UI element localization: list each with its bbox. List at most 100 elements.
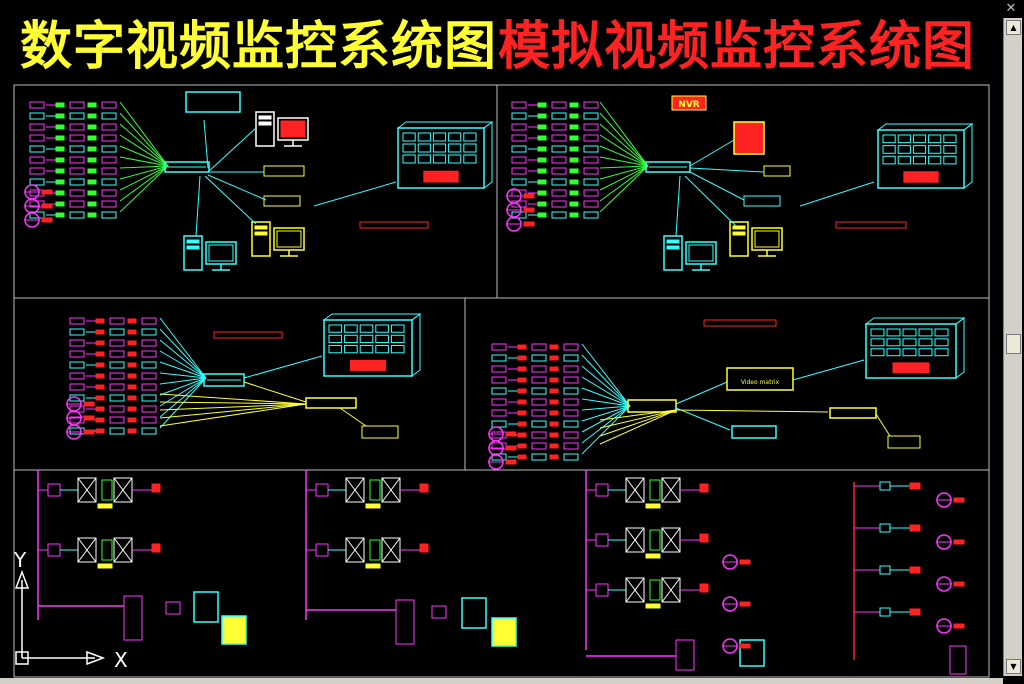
outlet-box: [879, 565, 891, 575]
camera-body: [583, 200, 599, 208]
pc-drive: [666, 239, 680, 244]
link-line: [581, 387, 631, 407]
monitor-wall-side: [483, 121, 493, 189]
video-matrix-box: [726, 367, 794, 391]
vertical-scrollbar[interactable]: ▲ ▼: [1003, 18, 1022, 676]
camera-body: [511, 167, 527, 175]
camera-body: [583, 134, 599, 142]
monitor-screen: [897, 145, 911, 154]
terminal-tag: [151, 483, 161, 493]
camera-tag: [549, 344, 559, 350]
camera-body: [141, 339, 157, 347]
camera-body: [531, 453, 547, 461]
scroll-down-icon[interactable]: ▼: [1006, 659, 1021, 674]
monitor-screen: [375, 334, 389, 344]
camera-tag: [127, 384, 137, 390]
camera-tag: [95, 406, 105, 412]
nvr-label: NVR: [678, 100, 699, 110]
camera-body: [69, 101, 85, 109]
link-line: [581, 398, 631, 407]
patch-panel-x: [625, 527, 645, 553]
caption-underline: [703, 319, 777, 327]
cable-tag: [645, 503, 661, 509]
link-line: [599, 156, 649, 167]
server-rack: [491, 617, 517, 647]
camera-tag: [549, 355, 559, 361]
camera-body: [141, 372, 157, 380]
scroll-up-icon[interactable]: ▲: [1006, 20, 1021, 35]
monitor-screen: [344, 324, 358, 333]
camera-body: [551, 112, 567, 120]
dashed-link: [159, 401, 307, 405]
pc-drive: [732, 225, 746, 230]
title-digital-video-surveillance: 数字视频监控系统图: [20, 17, 498, 77]
camera-body: [101, 189, 117, 197]
scroll-thumb[interactable]: [1006, 334, 1021, 354]
link-line: [339, 407, 367, 427]
link-line: [313, 181, 397, 207]
camera-tag: [537, 124, 547, 130]
camera-body: [141, 383, 157, 391]
camera-tag: [517, 399, 527, 405]
camera-tag: [95, 428, 105, 434]
link-line: [119, 165, 169, 191]
camera-body: [551, 178, 567, 186]
pc-tower: [729, 221, 749, 257]
monitor-screen: [886, 338, 901, 347]
dome-camera-tag: [739, 559, 751, 565]
camera-tag: [517, 421, 527, 427]
camera-body: [101, 156, 117, 164]
camera-body: [109, 328, 125, 336]
link-line: [875, 413, 891, 437]
video-switcher: [627, 399, 677, 413]
camera-tag: [537, 201, 547, 207]
camera-tag: [95, 351, 105, 357]
camera-body: [491, 398, 507, 406]
link-line: [689, 171, 745, 201]
cable-tag: [97, 563, 113, 569]
link-line: [599, 165, 649, 213]
link-line: [195, 175, 201, 237]
camera-tag: [87, 124, 97, 130]
pc-drive: [666, 245, 680, 250]
monitor-screen: [359, 345, 374, 354]
cable-tag: [645, 553, 661, 559]
camera-tag: [87, 135, 97, 141]
camera-body: [109, 350, 125, 358]
monitor-screen: [402, 143, 416, 153]
camera-body: [511, 145, 527, 153]
horizontal-scrollbar[interactable]: [0, 678, 1003, 684]
camera-tag: [87, 146, 97, 152]
link-line: [599, 112, 649, 167]
camera-tag: [537, 190, 547, 196]
camera-tag: [517, 355, 527, 361]
camera-tag: [569, 124, 579, 130]
keyboard-controller: [361, 425, 399, 439]
terminal-tag: [699, 533, 709, 543]
link-line: [675, 409, 829, 413]
monitor-screen: [463, 132, 477, 142]
camera-tag: [55, 157, 65, 163]
camera-body: [511, 123, 527, 131]
link-line: [684, 175, 737, 227]
link-line: [159, 377, 207, 396]
camera-body: [551, 200, 567, 208]
outlet-box: [595, 583, 609, 597]
distribution-frame: [369, 479, 381, 501]
pc-tower: [183, 235, 203, 271]
camera-body: [531, 398, 547, 406]
camera-body: [563, 376, 579, 384]
camera-tag: [537, 102, 547, 108]
patch-panel-x: [661, 477, 681, 503]
camera-body: [563, 431, 579, 439]
link-line: [599, 145, 649, 167]
server-rack: [739, 639, 765, 667]
link-line: [119, 165, 169, 180]
camera-tag: [55, 201, 65, 207]
pc-drive: [258, 115, 272, 120]
close-icon[interactable]: ✕: [1005, 1, 1017, 16]
link-line: [581, 343, 631, 407]
distribution-frame: [101, 479, 113, 501]
link-line: [243, 355, 323, 379]
